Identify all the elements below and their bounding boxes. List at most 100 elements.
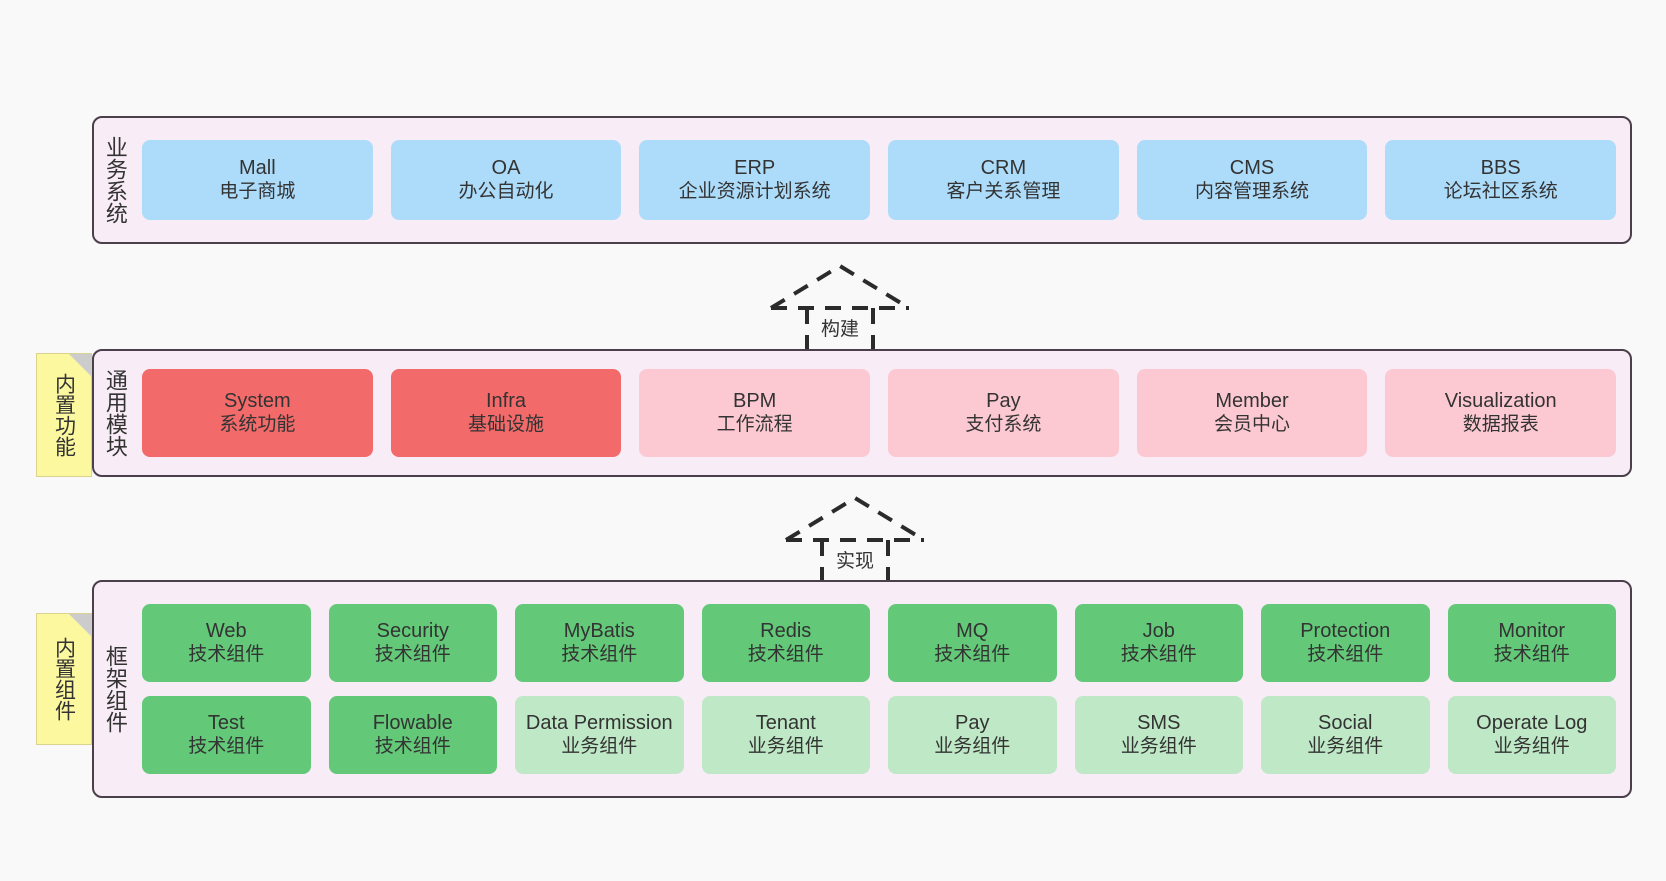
layer-framework-component: 框架组件 Web 技术组件 Security 技术组件 MyBatis 技术组件… bbox=[92, 580, 1632, 798]
node-title: Infra bbox=[485, 390, 527, 412]
node-subtitle: 企业资源计划系统 bbox=[678, 180, 831, 202]
node-row: Web 技术组件 Security 技术组件 MyBatis 技术组件 Redi… bbox=[142, 604, 1616, 682]
node-subtitle: 技术组件 bbox=[561, 643, 638, 665]
node-title: OA bbox=[491, 157, 521, 179]
layer-body-common-module: System 系统功能 Infra 基础设施 BPM 工作流程 Pay 支付系统… bbox=[136, 351, 1630, 475]
node-title: Tenant bbox=[755, 712, 816, 734]
layer-title-framework-component: 框架组件 bbox=[102, 645, 128, 733]
node-row: System 系统功能 Infra 基础设施 BPM 工作流程 Pay 支付系统… bbox=[142, 369, 1617, 457]
node-title: Job bbox=[1142, 620, 1175, 642]
node-subtitle: 基础设施 bbox=[468, 413, 545, 435]
node-monitor[interactable]: Monitor 技术组件 bbox=[1447, 604, 1616, 682]
node-title: SMS bbox=[1137, 712, 1181, 734]
arrow-build: 构建 bbox=[755, 258, 925, 363]
node-title: Monitor bbox=[1498, 620, 1566, 642]
node-subtitle: 技术组件 bbox=[374, 643, 451, 665]
node-system[interactable]: System 系统功能 bbox=[142, 369, 373, 457]
node-title: Operate Log bbox=[1476, 712, 1588, 734]
node-test[interactable]: Test 技术组件 bbox=[142, 696, 311, 774]
node-crm[interactable]: CRM 客户关系管理 bbox=[888, 140, 1119, 220]
node-subtitle: 技术组件 bbox=[934, 643, 1011, 665]
node-subtitle: 业务组件 bbox=[561, 735, 638, 757]
node-title: Social bbox=[1318, 712, 1373, 734]
node-subtitle: 系统功能 bbox=[219, 413, 296, 435]
node-mq[interactable]: MQ 技术组件 bbox=[888, 604, 1057, 682]
node-title: Mall bbox=[239, 157, 276, 179]
node-job[interactable]: Job 技术组件 bbox=[1074, 604, 1243, 682]
node-subtitle: 工作流程 bbox=[716, 413, 793, 435]
node-title: System bbox=[223, 390, 291, 412]
node-title: Web bbox=[205, 620, 247, 642]
node-title: Security bbox=[376, 620, 449, 642]
node-subtitle: 技术组件 bbox=[1120, 643, 1197, 665]
node-subtitle: 业务组件 bbox=[934, 735, 1011, 757]
fold-corner-icon bbox=[69, 614, 91, 636]
note-builtin-component: 内置组件 bbox=[36, 613, 92, 745]
node-title: MQ bbox=[956, 620, 989, 642]
node-subtitle: 客户关系管理 bbox=[946, 180, 1061, 202]
layer-common-module: 通用模块 System 系统功能 Infra 基础设施 BPM 工作流程 Pay… bbox=[92, 349, 1632, 477]
note-label: 内置功能 bbox=[52, 373, 76, 457]
note-label: 内置组件 bbox=[52, 637, 76, 721]
layer-title-business-system: 业务系统 bbox=[102, 136, 128, 224]
node-title: Visualization bbox=[1444, 390, 1557, 412]
node-subtitle: 技术组件 bbox=[1493, 643, 1570, 665]
node-subtitle: 技术组件 bbox=[374, 735, 451, 757]
node-tenant[interactable]: Tenant 业务组件 bbox=[701, 696, 870, 774]
node-subtitle: 数据报表 bbox=[1462, 413, 1539, 435]
note-builtin-function: 内置功能 bbox=[36, 353, 92, 477]
node-subtitle: 技术组件 bbox=[1307, 643, 1384, 665]
node-title: Pay bbox=[955, 712, 990, 734]
node-protection[interactable]: Protection 技术组件 bbox=[1261, 604, 1430, 682]
node-title: Pay bbox=[986, 390, 1021, 412]
node-title: BBS bbox=[1480, 157, 1521, 179]
layer-title-common-module: 通用模块 bbox=[102, 369, 128, 457]
node-title: Redis bbox=[760, 620, 812, 642]
node-visualization[interactable]: Visualization 数据报表 bbox=[1385, 369, 1617, 457]
layer-body-framework-component: Web 技术组件 Security 技术组件 MyBatis 技术组件 Redi… bbox=[136, 582, 1630, 796]
node-oa[interactable]: OA 办公自动化 bbox=[390, 140, 622, 220]
node-subtitle: 内容管理系统 bbox=[1195, 180, 1310, 202]
node-cms[interactable]: CMS 内容管理系统 bbox=[1136, 140, 1368, 220]
node-bpm[interactable]: BPM 工作流程 bbox=[639, 369, 871, 457]
node-subtitle: 业务组件 bbox=[1120, 735, 1197, 757]
node-sms[interactable]: SMS 业务组件 bbox=[1074, 696, 1243, 774]
node-erp[interactable]: ERP 企业资源计划系统 bbox=[639, 140, 871, 220]
node-title: MyBatis bbox=[563, 620, 635, 642]
arrow-build-glyph bbox=[769, 263, 911, 363]
node-member[interactable]: Member 会员中心 bbox=[1136, 369, 1368, 457]
node-title: Test bbox=[207, 712, 245, 734]
node-subtitle: 支付系统 bbox=[965, 413, 1042, 435]
node-data-permission[interactable]: Data Permission 业务组件 bbox=[515, 696, 684, 774]
node-subtitle: 业务组件 bbox=[747, 735, 824, 757]
node-subtitle: 业务组件 bbox=[1307, 735, 1384, 757]
node-social[interactable]: Social 业务组件 bbox=[1261, 696, 1430, 774]
node-pay-component[interactable]: Pay 业务组件 bbox=[888, 696, 1057, 774]
node-web[interactable]: Web 技术组件 bbox=[142, 604, 311, 682]
arrow-build-label: 构建 bbox=[820, 319, 860, 340]
node-operate-log[interactable]: Operate Log 业务组件 bbox=[1447, 696, 1616, 774]
fold-corner-icon bbox=[69, 354, 91, 376]
node-mybatis[interactable]: MyBatis 技术组件 bbox=[515, 604, 684, 682]
node-mall[interactable]: Mall 电子商城 bbox=[142, 140, 373, 220]
node-bbs[interactable]: BBS 论坛社区系统 bbox=[1385, 140, 1617, 220]
node-redis[interactable]: Redis 技术组件 bbox=[701, 604, 870, 682]
layer-business-system: 业务系统 Mall 电子商城 OA 办公自动化 ERP 企业资源计划系统 CRM… bbox=[92, 116, 1632, 244]
node-row: Test 技术组件 Flowable 技术组件 Data Permission … bbox=[142, 696, 1616, 774]
node-subtitle: 论坛社区系统 bbox=[1443, 180, 1558, 202]
node-subtitle: 办公自动化 bbox=[458, 180, 554, 202]
node-subtitle: 会员中心 bbox=[1214, 413, 1291, 435]
node-title: Member bbox=[1215, 390, 1289, 412]
node-title: ERP bbox=[734, 157, 776, 179]
node-subtitle: 电子商城 bbox=[219, 180, 296, 202]
node-subtitle: 技术组件 bbox=[188, 643, 265, 665]
layer-body-business-system: Mall 电子商城 OA 办公自动化 ERP 企业资源计划系统 CRM 客户关系… bbox=[136, 118, 1630, 242]
node-title: BPM bbox=[733, 390, 777, 412]
node-security[interactable]: Security 技术组件 bbox=[328, 604, 497, 682]
node-infra[interactable]: Infra 基础设施 bbox=[390, 369, 622, 457]
node-pay-module[interactable]: Pay 支付系统 bbox=[888, 369, 1119, 457]
node-title: CMS bbox=[1229, 157, 1275, 179]
node-flowable[interactable]: Flowable 技术组件 bbox=[328, 696, 497, 774]
node-subtitle: 业务组件 bbox=[1493, 735, 1570, 757]
